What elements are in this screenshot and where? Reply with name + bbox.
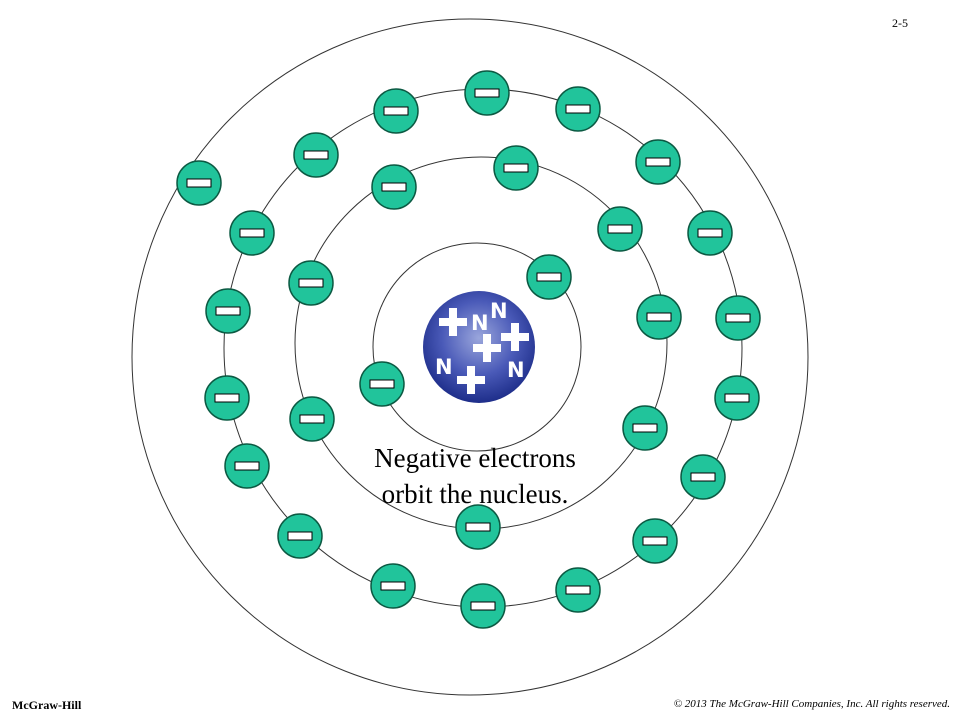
proton-plus-icon: [457, 366, 485, 394]
proton-plus-icon: [473, 334, 501, 362]
electron-minus-icon: [680, 454, 726, 500]
copyright-notice: © 2013 The McGraw-Hill Companies, Inc. A…: [673, 698, 950, 710]
neutron-label: N: [490, 299, 508, 323]
caption: Negative electrons orbit the nucleus.: [340, 440, 610, 512]
electron-minus-icon: [555, 86, 601, 132]
electron-minus-icon: [714, 375, 760, 421]
electrons: [176, 70, 761, 629]
electron-minus-icon: [687, 210, 733, 256]
orbit-shell-1: [372, 242, 582, 452]
proton-plus-icon: [439, 308, 467, 336]
electron-minus-icon: [715, 295, 761, 341]
electron-minus-icon: [224, 443, 270, 489]
electron-minus-icon: [373, 88, 419, 134]
electron-minus-icon: [493, 145, 539, 191]
electron-minus-icon: [205, 288, 251, 334]
publisher-logo: McGraw-Hill: [12, 698, 82, 712]
electron-minus-icon: [277, 513, 323, 559]
electron-minus-icon: [460, 583, 506, 629]
electron-minus-icon: [597, 206, 643, 252]
electron-minus-icon: [636, 294, 682, 340]
caption-line-2: orbit the nucleus.: [381, 479, 569, 509]
electron-minus-icon: [289, 396, 335, 442]
nucleus: N N N N: [423, 291, 535, 403]
neutron-label: N: [435, 355, 453, 379]
electron-minus-icon: [555, 567, 601, 613]
electron-minus-icon: [635, 139, 681, 185]
orbit-shell-4: [131, 18, 809, 696]
electron-minus-icon: [371, 164, 417, 210]
electron-minus-icon: [288, 260, 334, 306]
electron-minus-icon: [632, 518, 678, 564]
electron-minus-icon: [455, 504, 501, 550]
page-number: 2-5: [892, 16, 908, 30]
electron-minus-icon: [293, 132, 339, 178]
electron-minus-icon: [359, 361, 405, 407]
electron-minus-icon: [370, 563, 416, 609]
neutron-label: N: [507, 358, 525, 382]
caption-line-1: Negative electrons: [374, 443, 576, 473]
electron-minus-icon: [176, 160, 222, 206]
electron-minus-icon: [526, 254, 572, 300]
electron-minus-icon: [622, 405, 668, 451]
proton-plus-icon: [501, 323, 529, 351]
electron-minus-icon: [204, 375, 250, 421]
neutron-label: N: [471, 311, 489, 335]
electron-minus-icon: [229, 210, 275, 256]
electron-minus-icon: [464, 70, 510, 116]
